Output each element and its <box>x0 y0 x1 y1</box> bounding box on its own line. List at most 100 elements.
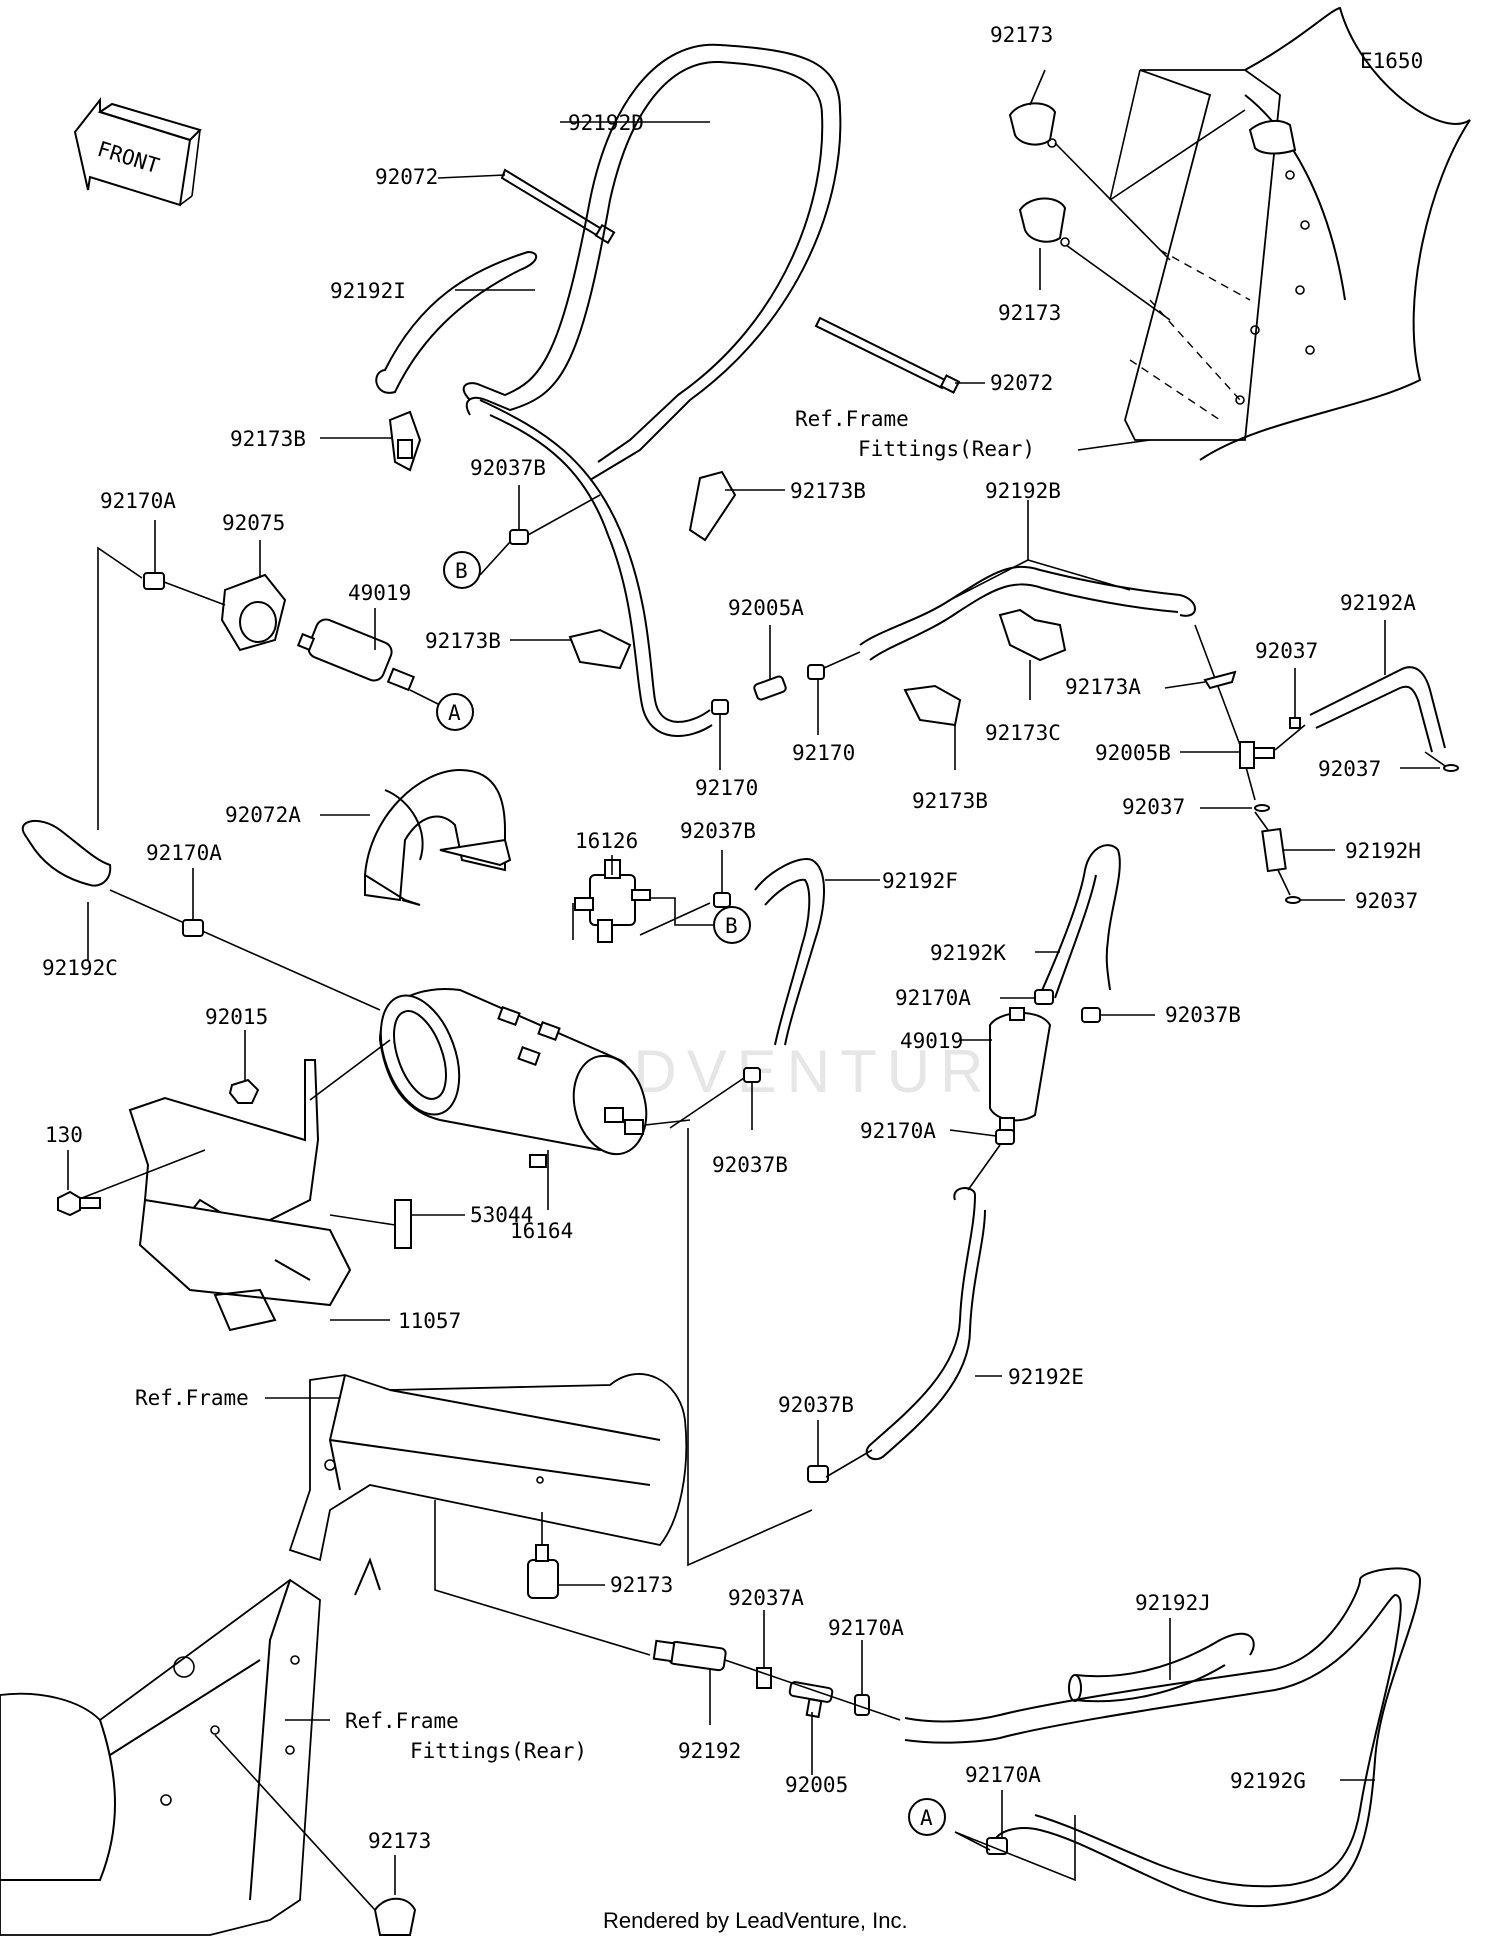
label-92072a: 92072A <box>225 803 301 827</box>
canister-16164 <box>378 988 648 1168</box>
label-92170a-2: 92170A <box>895 986 971 1010</box>
clamp-92037-4 <box>1285 896 1301 904</box>
clamp-92170a-3 <box>182 919 204 937</box>
label-92037-4: 92037 <box>1355 889 1418 913</box>
clamp-92037-3 <box>1254 804 1270 812</box>
clip-92173b-2 <box>688 470 737 542</box>
label-ref-frame-rear-1a: Ref.Frame <box>795 407 909 431</box>
label-53044: 53044 <box>470 1203 533 1227</box>
ref-frame-mid <box>288 1373 688 1596</box>
marker-a-1-label: A <box>448 701 461 725</box>
cable-tie-92072-mid <box>814 316 961 394</box>
label-92192k: 92192K <box>930 941 1006 965</box>
label-92170-2: 92170 <box>695 776 758 800</box>
label-49019-1: 49019 <box>348 581 411 605</box>
cable-tie-92072-top <box>500 168 616 245</box>
label-92173c: 92173C <box>985 721 1061 745</box>
label-92173a: 92173A <box>1065 675 1141 699</box>
label-92192c: 92192C <box>42 956 118 980</box>
diagram-code: E1650 <box>1360 49 1423 73</box>
clamp-92075 <box>220 573 287 652</box>
nut-92015 <box>228 1078 260 1104</box>
label-92037a: 92037A <box>728 1586 804 1610</box>
label-92192d: 92192D <box>568 111 644 135</box>
label-ref-frame-rear-2b: Fittings(Rear) <box>410 1739 587 1763</box>
label-92192j: 92192J <box>1135 1591 1211 1615</box>
label-92015: 92015 <box>205 1005 268 1029</box>
label-92072-top: 92072 <box>375 165 438 189</box>
clip-92173-mid <box>1018 197 1070 247</box>
label-92173-mid: 92173 <box>998 301 1061 325</box>
label-92192b: 92192B <box>985 479 1061 503</box>
clip-92173-top <box>1008 102 1057 148</box>
hose-92192c <box>21 819 112 887</box>
label-92192h: 92192H <box>1345 839 1421 863</box>
clamp-92037b-1 <box>509 529 529 545</box>
label-92173-low: 92173 <box>610 1573 673 1597</box>
clamp-92037-2 <box>1443 764 1459 772</box>
bracket-11057 <box>128 1059 352 1332</box>
joint-92192 <box>652 1639 727 1672</box>
hose-92192k <box>1039 844 1121 996</box>
hose-upper-long <box>479 399 711 723</box>
marker-b-2 <box>713 906 751 944</box>
hose-92192b <box>859 565 1196 646</box>
label-92170a-3: 92170A <box>146 841 222 865</box>
label-130: 130 <box>45 1123 83 1147</box>
tee-92005b <box>1239 741 1275 769</box>
hose-53044 <box>394 1199 412 1249</box>
label-16164: 16164 <box>510 1219 573 1243</box>
label-16126: 16126 <box>575 829 638 853</box>
label-92037-3: 92037 <box>1122 795 1185 819</box>
label-ref-frame-rear-1b: Fittings(Rear) <box>858 437 1035 461</box>
label-92192a: 92192A <box>1340 591 1416 615</box>
label-92192g: 92192G <box>1230 1769 1306 1793</box>
hose-92192f <box>754 858 825 1046</box>
label-92170a-4: 92170A <box>860 1119 936 1143</box>
clip-92173b-4 <box>903 684 962 727</box>
marker-b-1-label: B <box>455 559 468 583</box>
clamp-92037b-3 <box>743 1067 761 1083</box>
clamp-92170a-1 <box>143 572 165 590</box>
clamp-92170-2 <box>807 664 825 680</box>
frame-fittings-rear-top <box>1124 6 1471 461</box>
fuel-filter-49019-2 <box>989 1007 1052 1133</box>
label-92005: 92005 <box>785 1773 848 1797</box>
clamp-92037b-4 <box>1081 1007 1101 1023</box>
clip-92173-bot <box>373 1897 417 1936</box>
label-92037b-4: 92037B <box>712 1153 788 1177</box>
label-92173b-2: 92173B <box>790 479 866 503</box>
label-92170a-5: 92170A <box>828 1616 904 1640</box>
label-92173b-1: 92173B <box>230 427 306 451</box>
clamp-92037-1 <box>1289 717 1301 729</box>
label-92170a-1: 92170A <box>100 489 176 513</box>
label-92037b-5: 92037B <box>778 1393 854 1417</box>
marker-a-2-label: A <box>920 1806 933 1830</box>
label-92005a: 92005A <box>728 596 804 620</box>
bracket-92072a <box>364 768 512 906</box>
hose-92192h <box>1261 827 1287 873</box>
bolt-130 <box>57 1190 101 1217</box>
label-92173b-4: 92173B <box>912 789 988 813</box>
ref-frame-rear-bottom <box>0 1578 321 1936</box>
label-92170-1: 92170 <box>792 741 855 765</box>
marker-a-2 <box>908 1798 946 1836</box>
front-arrow-icon: FRONT <box>73 97 202 207</box>
label-92037-1: 92037 <box>1255 639 1318 663</box>
label-92005b: 92005B <box>1095 741 1171 765</box>
label-92037-2: 92037 <box>1318 757 1381 781</box>
label-92173-top: 92173 <box>990 23 1053 47</box>
label-92173b-3: 92173B <box>425 629 501 653</box>
hose-92192j <box>1074 1632 1255 1678</box>
clamp-92037b-5 <box>807 1465 829 1483</box>
footer-credit: Rendered by LeadVenture, Inc. <box>603 1908 908 1933</box>
marker-a-1 <box>436 693 474 731</box>
hose-92192d <box>462 43 842 481</box>
clip-92173c <box>998 608 1067 662</box>
label-92072-mid: 92072 <box>990 371 1053 395</box>
clip-92173-low <box>527 1544 559 1599</box>
label-92192e: 92192E <box>1008 1365 1084 1389</box>
clip-92173a <box>1203 670 1237 690</box>
label-92075: 92075 <box>222 511 285 535</box>
